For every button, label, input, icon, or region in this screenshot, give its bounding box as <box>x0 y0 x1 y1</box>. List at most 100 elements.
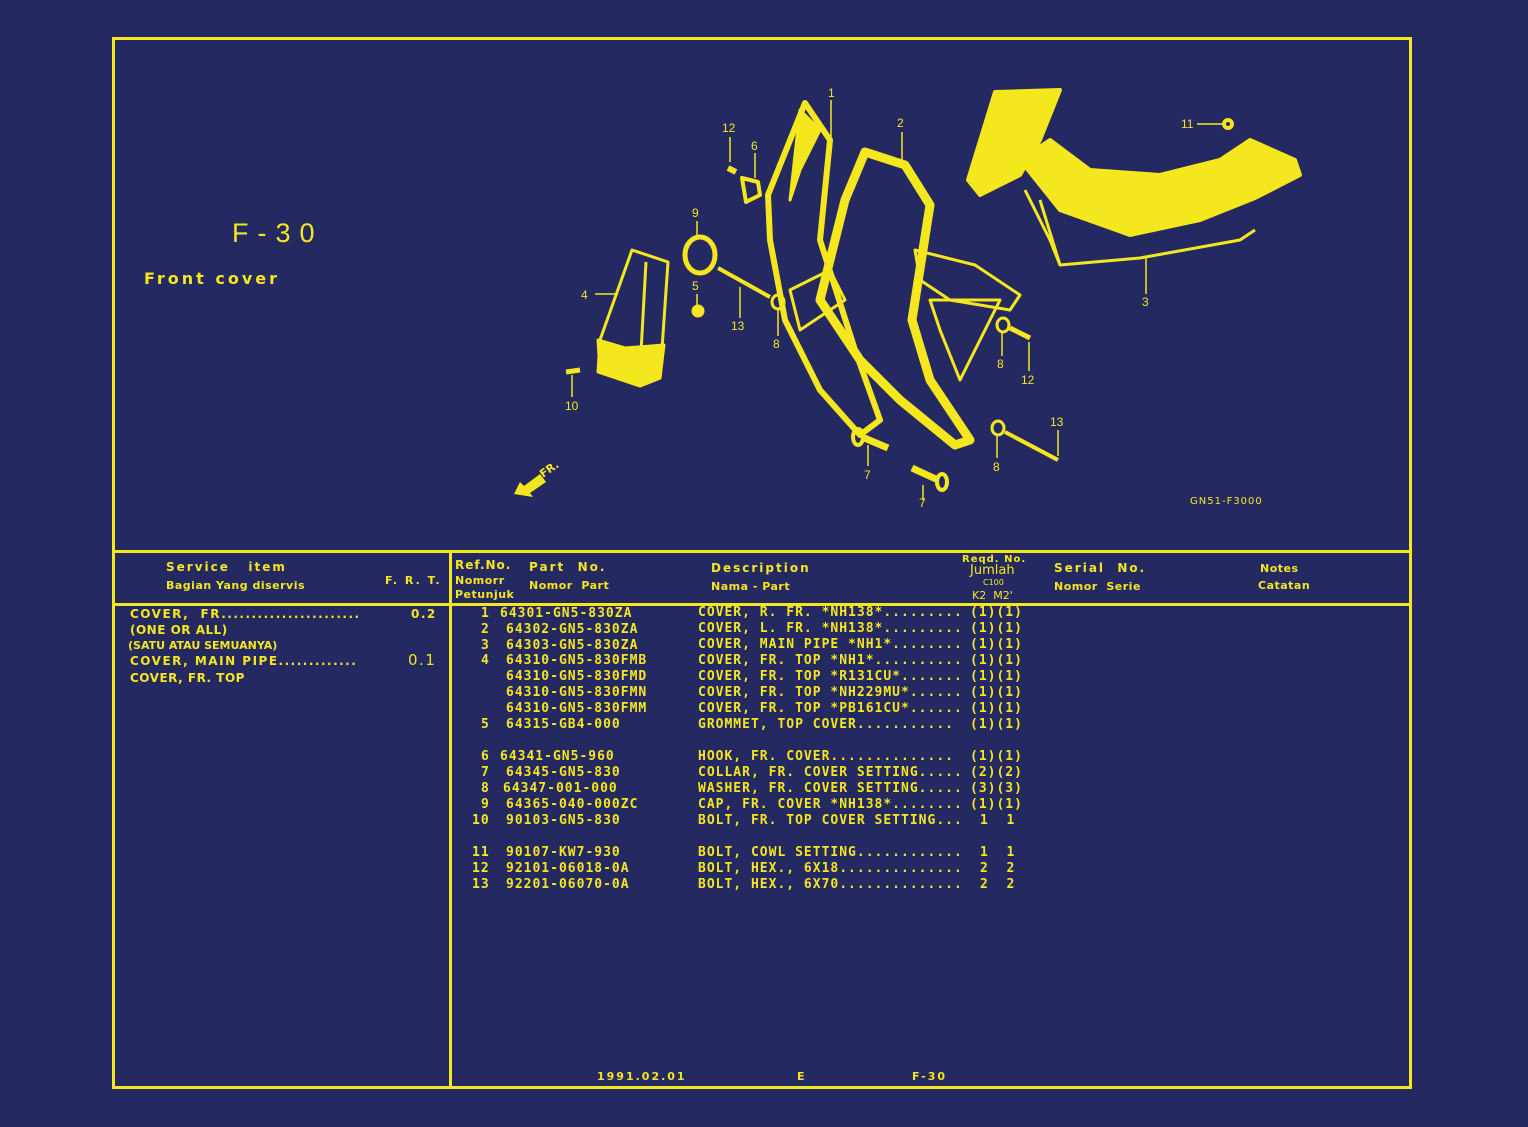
callout-3: 3 <box>1142 295 1149 309</box>
service-item: (SATU ATAU SEMUANYA) <box>128 639 278 652</box>
part-no: 64365-040-000ZC <box>506 797 639 812</box>
quantity: (2)(2) <box>970 765 1023 780</box>
description: WASHER, FR. COVER SETTING..... <box>698 781 963 796</box>
ref-no: 12 <box>472 861 490 876</box>
quantity: (1)(1) <box>970 621 1023 636</box>
ref-no: 1 <box>481 606 490 621</box>
description: COVER, R. FR. *NH138*......... <box>698 605 963 620</box>
header-model: C100 <box>983 578 1004 587</box>
header-description-id: Nama - Part <box>711 580 791 593</box>
quantity: (1)(1) <box>970 653 1023 668</box>
header-ref-no-id1: Nomorr <box>455 574 505 587</box>
ref-no: 8 <box>481 781 490 796</box>
header-ref-no: Ref.No. <box>455 558 512 572</box>
header-frt: F. R. T. <box>385 574 442 587</box>
callout-4: 4 <box>581 288 588 302</box>
footer-page: F-30 <box>912 1070 948 1083</box>
callout-11: 11 <box>1181 117 1194 131</box>
callout-9: 9 <box>692 206 699 220</box>
quantity: (1)(1) <box>970 669 1023 684</box>
header-ref-no-id2: Petunjuk <box>455 588 515 601</box>
service-item-frt: 0.1 <box>408 651 437 669</box>
quantity: 2 2 <box>980 877 1016 892</box>
description: COVER, L. FR. *NH138*......... <box>698 621 963 636</box>
part-no: 90107-KW7-930 <box>506 845 621 860</box>
quantity: (1)(1) <box>970 717 1023 732</box>
page-frame <box>112 37 1412 1089</box>
description: COVER, FR. TOP *PB161CU*...... <box>698 701 963 716</box>
ref-no: 5 <box>481 717 490 732</box>
description: BOLT, COWL SETTING............ <box>698 845 963 860</box>
description: COLLAR, FR. COVER SETTING..... <box>698 765 963 780</box>
header-notes: Notes <box>1260 562 1299 575</box>
ref-no: 3 <box>481 638 490 653</box>
callout-8c: 8 <box>993 460 1000 474</box>
ref-no: 2 <box>481 622 490 637</box>
quantity: (1)(1) <box>970 605 1023 620</box>
header-bottom-divider <box>112 603 1412 606</box>
part-no: 64345-GN5-830 <box>506 765 621 780</box>
header-description: Description <box>711 561 811 575</box>
part-no: 64347-001-000 <box>503 781 618 796</box>
quantity: 1 1 <box>980 845 1016 860</box>
header-jumlah: Jumlah <box>970 563 1015 578</box>
page-title: Front cover <box>144 269 281 288</box>
footer-edition: E <box>797 1070 807 1083</box>
part-no: 64341-GN5-960 <box>500 749 615 764</box>
part-no: 64310-GN5-830FMN <box>506 685 648 700</box>
callout-7b: 7 <box>919 496 926 510</box>
callout-7a: 7 <box>864 468 871 482</box>
ref-no: 10 <box>472 813 490 828</box>
quantity: 2 2 <box>980 861 1016 876</box>
callout-2: 2 <box>897 116 904 130</box>
part-no: 64302-GN5-830ZA <box>506 622 639 637</box>
part-no: 64301-GN5-830ZA <box>500 606 633 621</box>
part-no: 64303-GN5-830ZA <box>506 638 639 653</box>
service-item: (ONE OR ALL) <box>130 623 228 637</box>
part-no: 64310-GN5-830FMD <box>506 669 648 684</box>
exploded-parts-diagram: FR. <box>514 88 1302 500</box>
description: BOLT, HEX., 6X18.............. <box>698 861 963 876</box>
description: COVER, MAIN PIPE *NH1*........ <box>698 637 963 652</box>
ref-no: 4 <box>481 653 490 668</box>
description: COVER, FR. TOP *NH229MU*...... <box>698 685 963 700</box>
callout-5: 5 <box>692 279 699 293</box>
description: HOOK, FR. COVER.............. <box>698 749 954 764</box>
diagram-id: GN51-F3000 <box>1190 496 1263 507</box>
quantity: (1)(1) <box>970 685 1023 700</box>
service-item-frt: 0.2 <box>411 607 437 621</box>
footer-date: 1991.02.01 <box>597 1070 687 1083</box>
part-no: 64310-GN5-830FMB <box>506 653 648 668</box>
header-service-item: Service item <box>166 560 287 574</box>
ref-no: 7 <box>481 765 490 780</box>
part-no: 92101-06018-0A <box>506 861 630 876</box>
header-service-item-id: Bagian Yang diservis <box>166 579 306 592</box>
column-divider <box>449 550 452 1086</box>
callout-10: 10 <box>565 399 579 413</box>
description: COVER, FR. TOP *NH1*.......... <box>698 653 963 668</box>
service-item: COVER, FR. TOP <box>130 671 245 685</box>
callout-13a: 13 <box>731 319 745 333</box>
description: GROMMET, TOP COVER........... <box>698 717 954 732</box>
quantity: (1)(1) <box>970 637 1023 652</box>
callout-6: 6 <box>751 139 758 153</box>
ref-no: 13 <box>472 877 490 892</box>
part-no: 64310-GN5-830FMM <box>506 701 648 716</box>
callout-8b: 8 <box>997 357 1004 371</box>
callout-12a: 12 <box>722 121 736 135</box>
header-part-no: Part No. <box>529 560 607 574</box>
description: CAP, FR. COVER *NH138*........ <box>698 797 963 812</box>
callout-8a: 8 <box>773 337 780 351</box>
description: BOLT, HEX., 6X70.............. <box>698 877 963 892</box>
header-notes-id: Catatan <box>1258 579 1311 592</box>
header-reqd-no: Reqd. No. <box>962 554 1027 565</box>
header-serial-no: Serial No. <box>1054 561 1147 575</box>
quantity: (1)(1) <box>970 749 1023 764</box>
header-part-no-id: Nomor Part <box>529 579 610 592</box>
quantity: 1 1 <box>980 813 1016 828</box>
callout-12b: 12 <box>1021 373 1035 387</box>
description: BOLT, FR. TOP COVER SETTING... <box>698 813 963 828</box>
front-direction-arrow-icon: FR. <box>514 458 561 497</box>
ref-no: 11 <box>472 845 490 860</box>
header-serial-no-id: Nomor Serie <box>1054 580 1141 593</box>
